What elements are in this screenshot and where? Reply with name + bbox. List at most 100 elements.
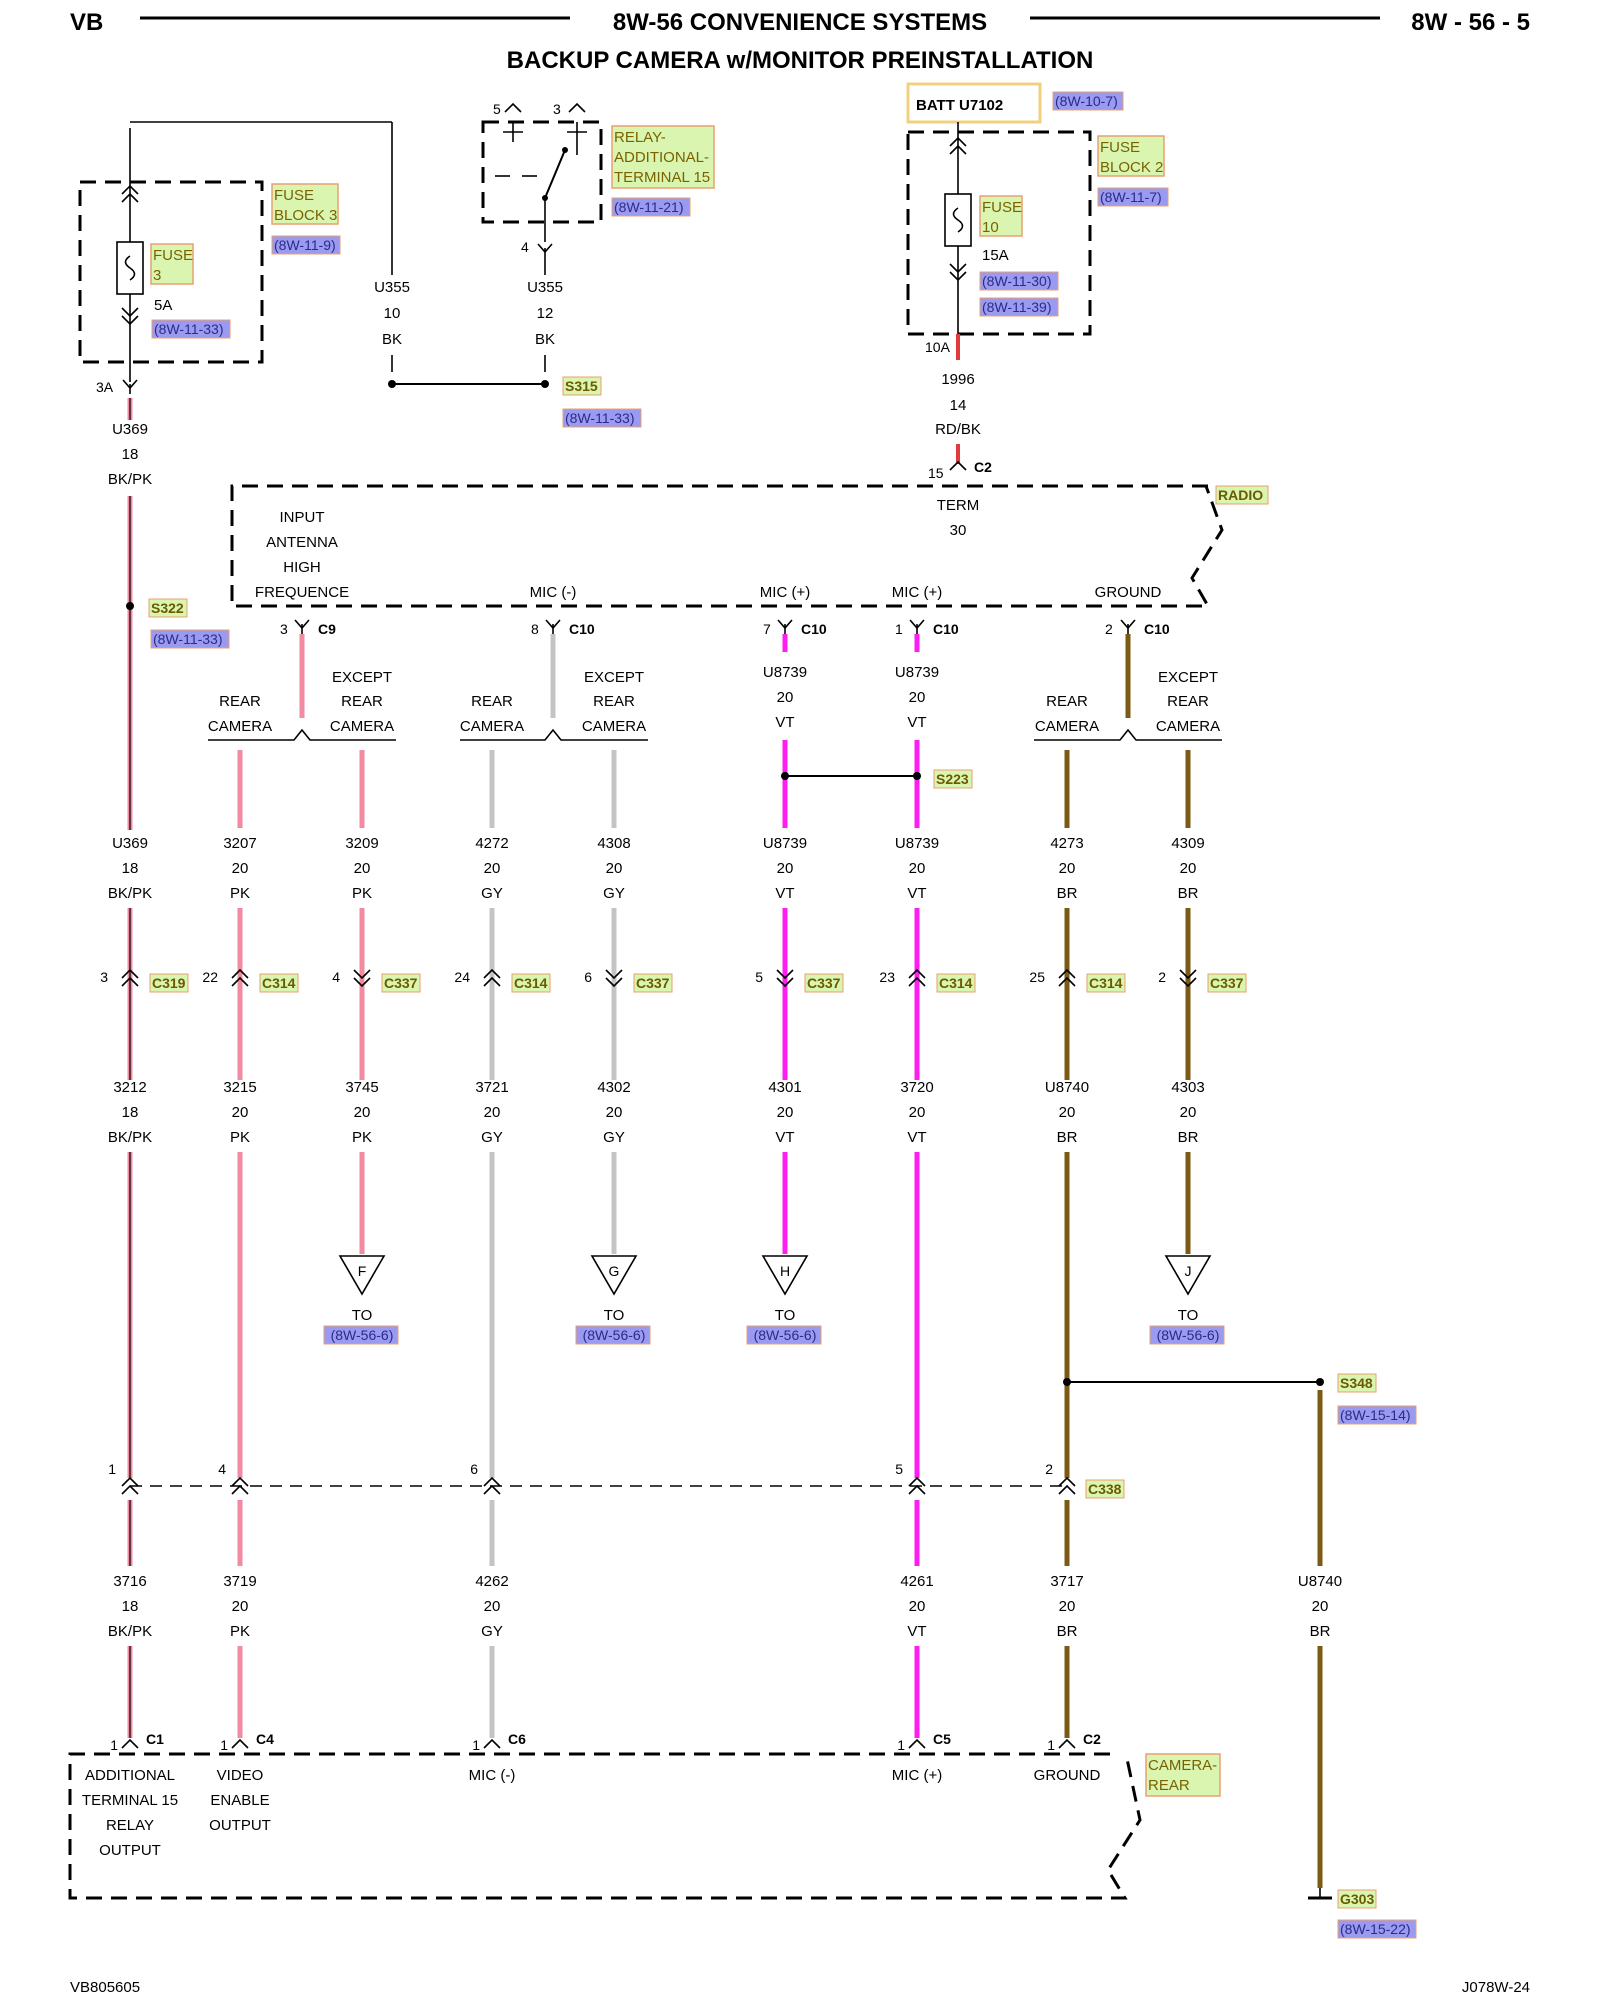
svg-text:3212: 3212: [113, 1079, 146, 1096]
splice-s315-ref: (8W-11-33): [565, 410, 635, 426]
svg-text:BK/PK: BK/PK: [108, 1623, 152, 1640]
svg-text:1996: 1996: [941, 371, 974, 388]
svg-text:C10: C10: [1144, 621, 1170, 637]
svg-text:4301: 4301: [768, 1079, 801, 1096]
wire-label-u355-a: U355 10 BK: [374, 279, 410, 348]
svg-text:3207: 3207: [223, 835, 256, 852]
svg-text:FUSE: FUSE: [982, 199, 1022, 216]
svg-text:20: 20: [1059, 1104, 1076, 1121]
svg-text:INPUT: INPUT: [280, 509, 325, 526]
c338-pin-num-1: 4: [218, 1461, 226, 1477]
page-number: 8W - 56 - 5: [1411, 9, 1530, 36]
svg-text:10: 10: [384, 305, 401, 322]
svg-text:20: 20: [777, 860, 794, 877]
svg-text:20: 20: [232, 860, 249, 877]
svg-text:GY: GY: [481, 885, 503, 902]
svg-text:14: 14: [950, 397, 967, 414]
svg-text:PK: PK: [230, 885, 250, 902]
inline-connector-7: [1058, 968, 1076, 987]
svg-text:20: 20: [909, 860, 926, 877]
inline-pin-8: 2: [1158, 969, 1166, 985]
svg-text:MIC (+): MIC (+): [892, 584, 942, 601]
splice-s348: S348: [1340, 1375, 1373, 1391]
svg-text:U355: U355: [527, 279, 563, 296]
svg-text:1: 1: [472, 1737, 480, 1753]
svg-text:BR: BR: [1178, 1129, 1199, 1146]
inline-pin-1: 22: [202, 969, 218, 985]
svg-text:REAR: REAR: [219, 693, 261, 710]
svg-text:1: 1: [895, 621, 903, 637]
svg-text:4272: 4272: [475, 835, 508, 852]
inline-pin-6: 23: [879, 969, 895, 985]
c338-pin-4: [1058, 1476, 1076, 1495]
offpage-connector-g[interactable]: GTO(8W-56-6): [575, 1255, 651, 1345]
svg-text:4308: 4308: [597, 835, 630, 852]
offpage-connector-f[interactable]: FTO(8W-56-6): [323, 1255, 399, 1345]
ground-g303: G303 (8W-15-22): [1308, 1888, 1417, 1939]
svg-text:20: 20: [606, 860, 623, 877]
svg-text:20: 20: [1312, 1598, 1329, 1615]
svg-text:20: 20: [909, 1104, 926, 1121]
svg-text:20: 20: [354, 860, 371, 877]
svg-text:(8W-11-33): (8W-11-33): [154, 321, 224, 337]
svg-text:15A: 15A: [982, 247, 1009, 264]
svg-text:3717: 3717: [1050, 1573, 1083, 1590]
svg-text:U8739: U8739: [763, 835, 807, 852]
wire-label-u369-top: U369 18 BK/PK: [108, 421, 152, 488]
svg-text:EXCEPT: EXCEPT: [332, 669, 392, 686]
svg-text:C10: C10: [801, 621, 827, 637]
inline-conn-4: C337: [636, 975, 670, 991]
splice-s348-ref: (8W-15-14): [1340, 1407, 1411, 1423]
camera-rear: CAMERA- REAR: [68, 1752, 1221, 1900]
svg-text:(8W-11-21): (8W-11-21): [614, 199, 684, 215]
offpage-connector-h[interactable]: HTO(8W-56-6): [746, 1255, 822, 1345]
svg-text:20: 20: [232, 1104, 249, 1121]
svg-text:ENABLE: ENABLE: [210, 1792, 269, 1809]
svg-text:(8W-11-7): (8W-11-7): [1100, 189, 1162, 205]
svg-text:TERM: TERM: [937, 497, 980, 514]
inline-pin-7: 25: [1029, 969, 1045, 985]
svg-text:3720: 3720: [900, 1079, 933, 1096]
svg-text:VT: VT: [907, 714, 926, 731]
svg-text:MIC (+): MIC (+): [760, 584, 810, 601]
svg-text:VT: VT: [907, 1623, 926, 1640]
offpage-connector-j[interactable]: JTO(8W-56-6): [1149, 1255, 1225, 1345]
svg-text:4273: 4273: [1050, 835, 1083, 852]
svg-text:BR: BR: [1178, 885, 1199, 902]
svg-text:U355: U355: [374, 279, 410, 296]
svg-text:CAMERA-: CAMERA-: [1148, 1757, 1217, 1774]
radio-pin-c10-1: 1 C10: [895, 619, 959, 652]
svg-text:OUTPUT: OUTPUT: [209, 1817, 271, 1834]
svg-text:CAMERA: CAMERA: [208, 718, 272, 735]
svg-text:C5: C5: [933, 1731, 951, 1747]
svg-text:18: 18: [122, 446, 139, 463]
fuse10-cavity: 10A: [925, 339, 951, 355]
svg-text:20: 20: [777, 689, 794, 706]
svg-text:CAMERA: CAMERA: [330, 718, 394, 735]
svg-text:REAR: REAR: [341, 693, 383, 710]
svg-text:20: 20: [232, 1598, 249, 1615]
wire-columns: U36918BK/PK320720PK320920PK427220GY43082…: [82, 750, 1342, 1888]
svg-text:GY: GY: [481, 1623, 503, 1640]
radio-pin-15: 15: [928, 465, 944, 481]
svg-text:1: 1: [897, 1737, 905, 1753]
svg-text:3719: 3719: [223, 1573, 256, 1590]
svg-text:20: 20: [484, 1104, 501, 1121]
fuse-block-2: FUSE BLOCK 2 (8W-11-7) FUSE 10 15A (8W-1…: [906, 122, 1169, 336]
svg-text:RELAY-: RELAY-: [614, 129, 666, 146]
radio-pin-c10-7: 7 C10: [763, 619, 827, 652]
option-split-gy: REAR CAMERA EXCEPT REAR CAMERA: [460, 669, 648, 741]
svg-text:REAR: REAR: [471, 693, 513, 710]
svg-text:VT: VT: [907, 885, 926, 902]
svg-text:(8W-56-6): (8W-56-6): [331, 1327, 394, 1343]
